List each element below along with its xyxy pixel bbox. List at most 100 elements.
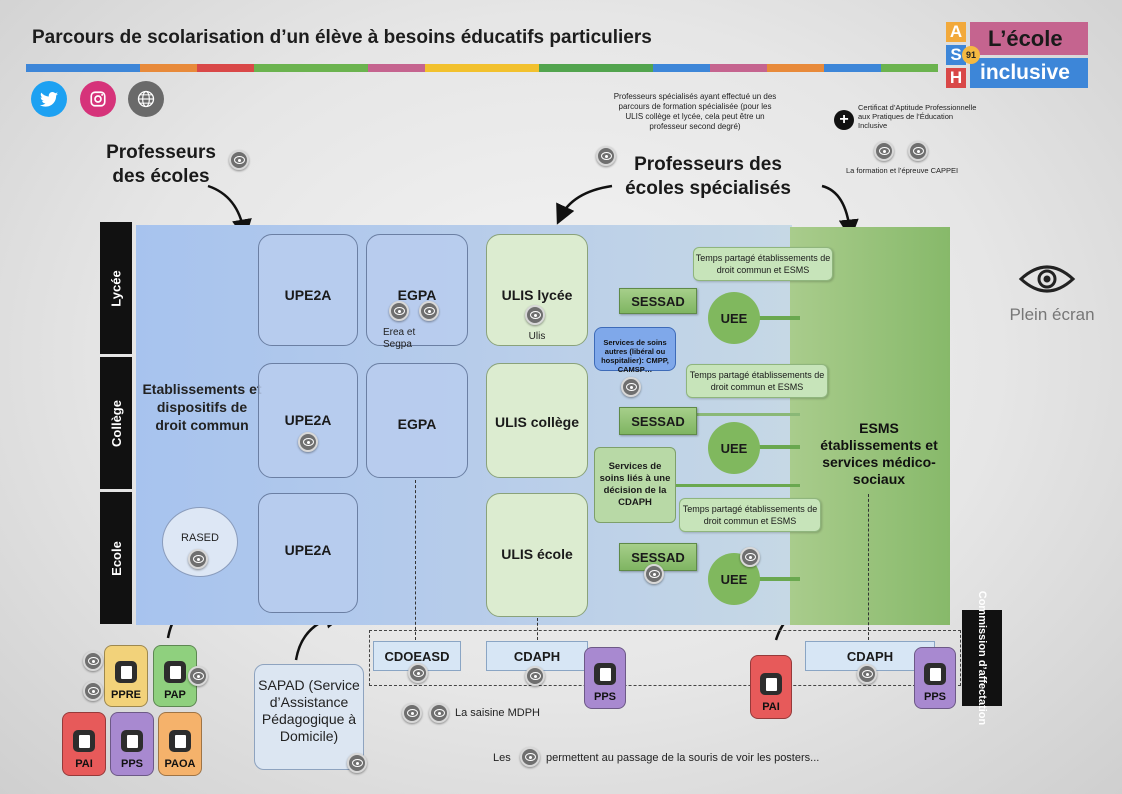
dashed-link-cdaph — [537, 618, 538, 640]
box-upe2a-college[interactable]: UPE2A — [258, 363, 358, 478]
eye-icon[interactable] — [429, 703, 449, 723]
edit-icon — [924, 663, 946, 685]
edit-icon — [73, 730, 95, 752]
eye-icon[interactable] — [419, 301, 439, 321]
eye-icon[interactable] — [740, 547, 760, 567]
box-upe2a-lycee[interactable]: UPE2A — [258, 234, 358, 346]
color-strip-segment — [368, 64, 425, 72]
eye-icon[interactable] — [621, 377, 641, 397]
level-college: Collège — [100, 357, 132, 489]
level-ecole: Ecole — [100, 492, 132, 624]
color-strip-segment — [767, 64, 824, 72]
doc-ppre[interactable]: PPRE — [104, 645, 148, 707]
saisine-mdph-label: La saisine MDPH — [455, 707, 540, 719]
color-strip-segment — [596, 64, 653, 72]
eye-icon[interactable] — [857, 664, 877, 684]
esms-area — [790, 227, 950, 625]
eye-icon[interactable] — [389, 301, 409, 321]
logo-bottom-text: inclusive — [970, 58, 1088, 88]
doc-paoa[interactable]: PAOA — [158, 712, 202, 776]
logo-top-text: L’école — [970, 22, 1088, 55]
soins-link — [676, 484, 800, 487]
eye-icon[interactable] — [644, 564, 664, 584]
uee-link-lycee — [750, 316, 800, 320]
page-title: Parcours de scolarisation d’un élève à b… — [32, 27, 652, 48]
eye-icon[interactable] — [188, 666, 208, 686]
twitter-icon[interactable] — [31, 81, 67, 117]
ulis-label: Ulis — [528, 331, 546, 342]
erea-segpa-label: Erea et Segpa — [383, 327, 416, 350]
color-strip-segment — [311, 64, 368, 72]
eye-icon[interactable] — [188, 549, 208, 569]
eye-icon[interactable] — [83, 681, 103, 701]
uee-college[interactable]: UEE — [708, 422, 760, 474]
droit-commun-label: Etablissements et dispositifs de droit c… — [142, 381, 262, 433]
color-strip-segment — [197, 64, 254, 72]
logo-letter-a: A — [946, 22, 966, 42]
color-strip-segment — [539, 64, 596, 72]
temps-partage-ecole[interactable]: Temps partagé établissements de droit co… — [679, 498, 821, 532]
color-strip-segment — [653, 64, 710, 72]
box-ulis-college[interactable]: ULIS collège — [486, 363, 588, 478]
eye-icon[interactable] — [408, 663, 428, 683]
uee-lycee[interactable]: UEE — [708, 292, 760, 344]
uee-link-college — [752, 445, 800, 449]
logo-letter-s: S — [946, 45, 966, 65]
color-strip-segment — [254, 64, 311, 72]
eye-icon[interactable] — [402, 703, 422, 723]
instagram-icon[interactable] — [80, 81, 116, 117]
eye-icon[interactable] — [908, 141, 928, 161]
eye-icon[interactable] — [298, 432, 318, 452]
color-strip-segment — [824, 64, 881, 72]
dashed-link-cdaph-esms — [868, 494, 869, 640]
footer-text-after: permettent au passage de la souris de vo… — [546, 752, 820, 764]
edit-icon — [115, 661, 137, 683]
doc-pai[interactable]: PAI — [62, 712, 106, 776]
sessad-link-college — [697, 413, 800, 416]
color-strip-segment — [710, 64, 767, 72]
eye-icon[interactable] — [525, 305, 545, 325]
doc-pai-esms[interactable]: PAI — [750, 655, 792, 719]
fullscreen-eye-icon[interactable] — [1017, 259, 1077, 299]
arrow-prof-specialises — [556, 184, 613, 225]
temps-partage-lycee[interactable]: Temps partagé établissements de droit co… — [693, 247, 833, 281]
services-soins-lies[interactable]: Services de soins liés à une décision de… — [594, 447, 676, 523]
label-professeurs-specialises: Professeurs des écoles spécialisés — [625, 154, 791, 199]
fullscreen-label[interactable]: Plein écran — [1009, 305, 1095, 324]
edit-icon — [121, 730, 143, 752]
eye-icon — [520, 747, 540, 767]
color-strip-segment — [26, 64, 83, 72]
services-soins-autres[interactable]: Services de soins autres (libéral ou hos… — [594, 327, 676, 374]
commission-affectation: Commission d’affectation — [962, 591, 1002, 725]
doc-pps-esms[interactable]: PPS — [914, 647, 956, 709]
temps-partage-college[interactable]: Temps partagé établissements de droit co… — [686, 364, 828, 398]
globe-icon[interactable] — [128, 81, 164, 117]
color-strip-segment — [881, 64, 938, 72]
uee-link-ecole — [752, 577, 800, 581]
esms-label: ESMS établissements et services médico-s… — [820, 420, 938, 487]
box-ulis-ecole[interactable]: ULIS école — [486, 493, 588, 617]
eye-icon[interactable] — [596, 146, 616, 166]
box-egpa-lycee[interactable]: EGPA — [366, 234, 468, 346]
eye-icon[interactable] — [874, 141, 894, 161]
doc-pps[interactable]: PPS — [110, 712, 154, 776]
caption-cappei: La formation et l’épreuve CAPPEI — [846, 166, 959, 175]
color-strip-segment — [425, 64, 482, 72]
doc-pps-cdaph[interactable]: PPS — [584, 647, 626, 709]
label-professeurs-des-ecoles: Professeurs des écoles — [106, 142, 216, 187]
edit-icon — [760, 673, 782, 695]
eye-icon[interactable] — [525, 666, 545, 686]
edit-icon — [594, 663, 616, 685]
box-egpa-college[interactable]: EGPA — [366, 363, 468, 478]
level-lycee: Lycée — [100, 222, 132, 354]
eye-icon[interactable] — [347, 753, 367, 773]
box-ulis-lycee[interactable]: ULIS lycée — [486, 234, 588, 346]
sessad-lycee[interactable]: SESSAD — [619, 288, 697, 314]
eye-icon[interactable] — [83, 651, 103, 671]
box-upe2a-ecole[interactable]: UPE2A — [258, 493, 358, 613]
sessad-college[interactable]: SESSAD — [619, 407, 697, 435]
eye-icon[interactable] — [229, 150, 249, 170]
sapad-box[interactable]: SAPAD (Service d’Assistance Pédagogique … — [254, 664, 364, 770]
commission-frame — [369, 630, 961, 686]
edit-icon — [164, 661, 186, 683]
